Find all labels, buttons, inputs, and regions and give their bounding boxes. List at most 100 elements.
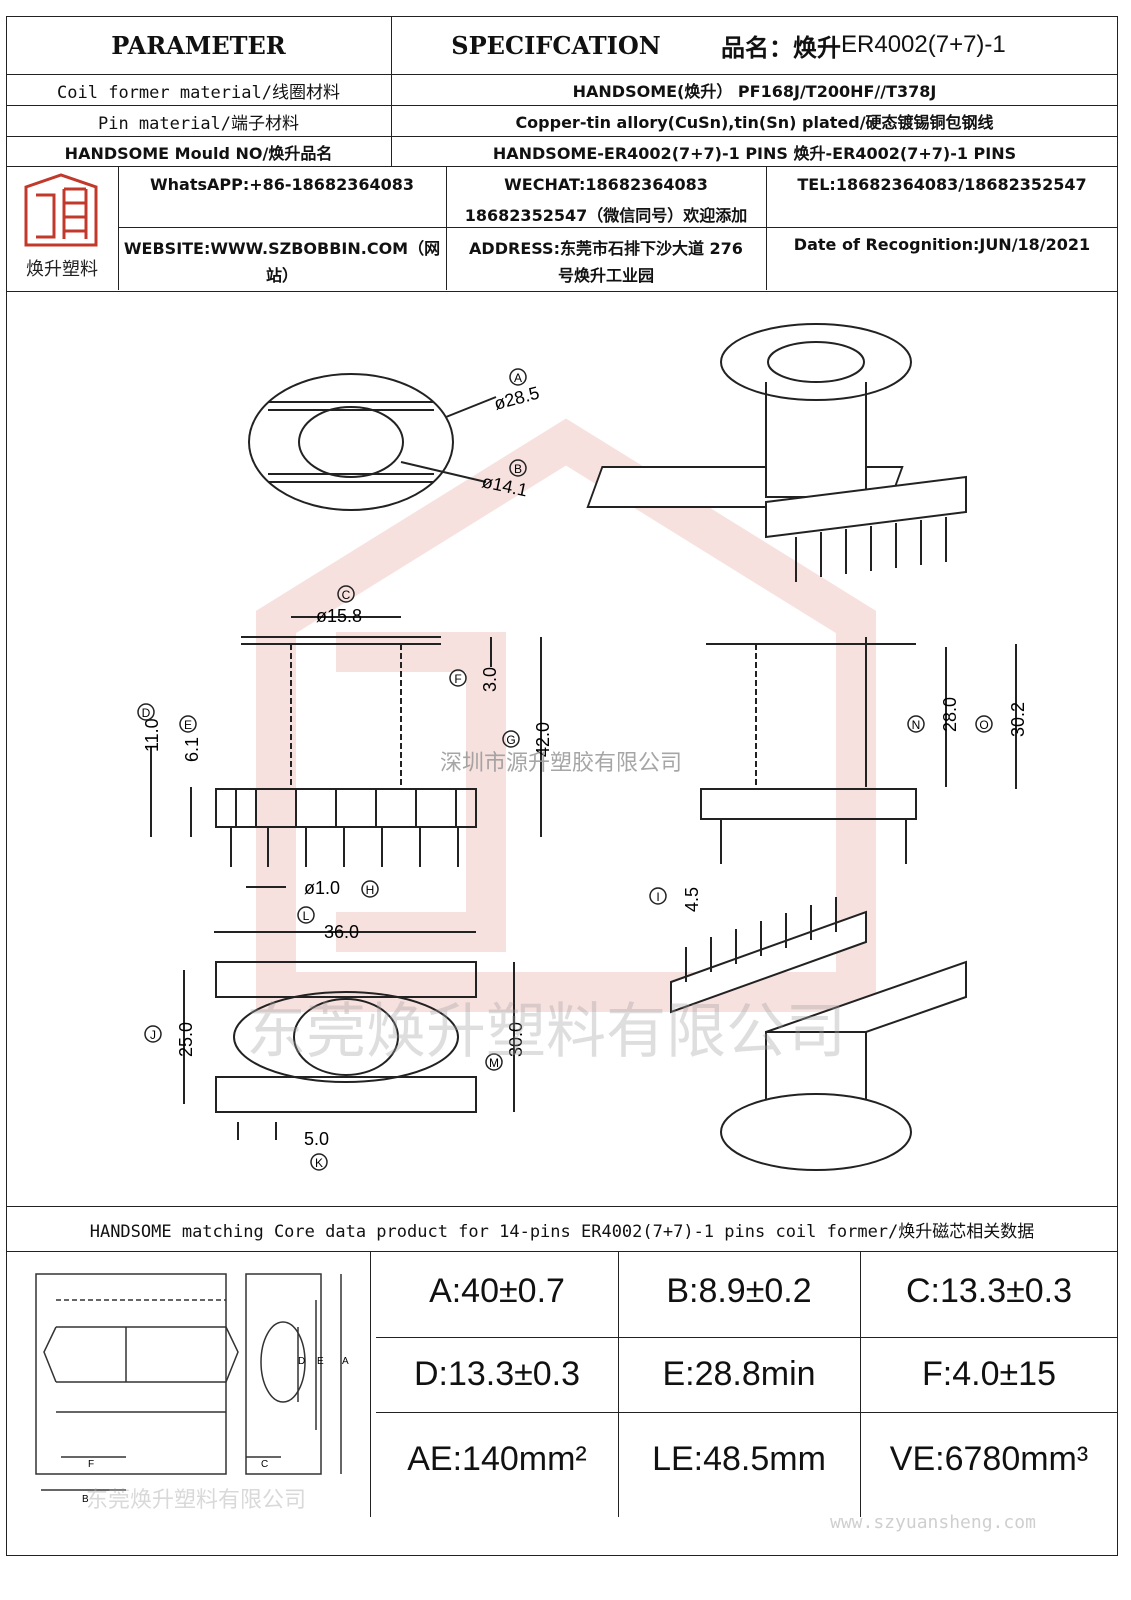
core-drawing-svg: D E A F B C 东莞焕升塑料有限公司 — [35, 1273, 349, 1512]
core-title-row: HANDSOME matching Core data product for … — [6, 1207, 1118, 1252]
specification-heading: SPECIFCATION — [451, 30, 661, 60]
spec-row-mould: HANDSOME Mould NO/焕升品名 HANDSOME-ER4002(7… — [6, 137, 1118, 167]
website-line2: 站） — [265, 266, 298, 285]
center-watermark: 深圳市源升塑胶有限公司 — [440, 750, 682, 775]
large-watermark: 东莞焕升塑料有限公司 — [246, 998, 846, 1065]
bobbin-drawing-svg: ø28.5 A ø14.1 B — [137, 323, 1028, 1171]
dim-J-value: 25.0 — [176, 1022, 196, 1057]
dim-C-label: C — [342, 588, 351, 602]
core-section: D E A F B C 东莞焕升塑料有限公司 A:40±0.7 B:8.9±0.… — [6, 1252, 1118, 1517]
spec-label-coil: Coil former material/线圈材料 — [57, 82, 340, 103]
dim-E-label: E — [184, 718, 192, 732]
core-label-C: C — [261, 1459, 268, 1470]
company-logo: 焕升塑料 — [6, 167, 118, 290]
company-divider — [766, 167, 767, 290]
wechat-line2: 18682352547（微信同号）欢迎添加 — [464, 206, 748, 225]
website-line1: WEBSITE:WWW.SZBOBBIN.COM（网 — [123, 239, 441, 258]
dim-L-label: L — [303, 909, 310, 923]
address-line2: 号焕升工业园 — [557, 266, 654, 285]
core-value-F: F:4.0±15 — [922, 1355, 1056, 1393]
dim-J-circle — [144, 1025, 162, 1043]
spec-row-coil: Coil former material/线圈材料 HANDSOME(焕升） P… — [6, 75, 1118, 106]
bottom-view — [183, 931, 515, 1140]
dim-G-label: G — [506, 733, 515, 747]
core-values-grid: A:40±0.7 B:8.9±0.2 C:13.3±0.3 D:13.3±0.3… — [376, 1252, 1118, 1517]
technical-drawing: ø28.5 A ø14.1 B — [6, 292, 1118, 1207]
spec-divider — [391, 75, 392, 106]
side-view — [700, 637, 1017, 864]
grid-hline — [376, 1412, 1118, 1413]
company-divider — [446, 167, 447, 290]
logo-text: 焕升塑料 — [26, 259, 98, 279]
recognition-date: Date of Recognition:JUN/18/2021 — [793, 235, 1091, 254]
core-value-D: D:13.3±0.3 — [413, 1355, 581, 1393]
grid-vline — [618, 1252, 619, 1517]
spec-value-coil: HANDSOME(焕升） PF168J/T200HF//T378J — [572, 82, 937, 101]
grid-hline — [376, 1337, 1118, 1338]
grid-vline — [860, 1252, 861, 1517]
core-title: HANDSOME matching Core data product for … — [89, 1221, 1035, 1242]
dim-K-circle — [310, 1153, 328, 1171]
dim-C-value: ø15.8 — [316, 606, 362, 626]
company-mid-rule — [118, 227, 1118, 228]
core-label-B: B — [82, 1494, 89, 1505]
dim-G-value: 42.0 — [533, 722, 553, 757]
address-line1: ADDRESS:东莞市石排下沙大道 276 — [469, 239, 743, 258]
dim-D-label: D — [142, 706, 151, 720]
isometric-view-bottom — [670, 897, 967, 1171]
core-value-A: A:40±0.7 — [429, 1272, 565, 1310]
dim-E-circle — [179, 715, 197, 733]
dim-O-label: O — [979, 718, 988, 732]
dim-B-circle — [509, 459, 527, 477]
core-label-F: F — [88, 1459, 94, 1470]
core-value-B: B:8.9±0.2 — [666, 1272, 812, 1310]
dim-A-label: A — [514, 371, 522, 385]
wechat-line1: WECHAT:18682364083 — [504, 175, 708, 194]
dim-K-label: K — [315, 1156, 323, 1170]
dim-F-circle — [449, 669, 467, 687]
dim-N-circle — [907, 715, 925, 733]
dim-O-value: 30.2 — [1008, 702, 1028, 737]
core-watermark: 东莞焕升塑料有限公司 — [86, 1487, 306, 1512]
isometric-view-top — [586, 323, 967, 582]
dim-N-value: 28.0 — [940, 697, 960, 732]
product-name-label: 品名：焕升 — [721, 32, 841, 62]
dim-F-label: F — [454, 672, 461, 686]
dim-G-circle — [502, 730, 520, 748]
core-value-C: C:13.3±0.3 — [905, 1272, 1073, 1310]
header-row: PARAMETER SPECIFCATION 品名：焕升 ER4002(7+7)… — [6, 16, 1118, 75]
dim-D-value: 11.0 — [142, 718, 162, 752]
core-drawing: D E A F B C 东莞焕升塑料有限公司 — [6, 1252, 371, 1517]
spec-row-pin: Pin material/端子材料 Copper-tin allory(CuSn… — [6, 106, 1118, 137]
dim-J-label: J — [150, 1028, 156, 1042]
dim-H-circle — [361, 880, 379, 898]
core-value-LE: LE:48.5mm — [652, 1440, 826, 1478]
dim-A-value: ø28.5 — [492, 383, 542, 414]
parameter-heading: PARAMETER — [111, 30, 286, 60]
dim-B-label: B — [514, 462, 522, 476]
core-value-AE: AE:140mm² — [407, 1440, 587, 1478]
spec-label-mould: HANDSOME Mould NO/焕升品名 — [64, 143, 333, 163]
logo-icon: 焕升塑料 — [24, 173, 98, 279]
dim-H-label: H — [366, 883, 375, 897]
core-label-D: D — [298, 1356, 305, 1367]
dim-N-label: N — [912, 718, 921, 732]
dim-H-value: ø1.0 — [304, 878, 340, 898]
company-block: 焕升塑料 WhatsAPP:+86-18682364083 WECHAT:186… — [6, 167, 1118, 292]
top-view — [248, 373, 497, 511]
spec-value-pin: Copper-tin allory(CuSn),tin(Sn) plated/硬… — [515, 113, 994, 132]
dim-M-value: 30.0 — [506, 1022, 526, 1057]
dim-M-circle — [485, 1053, 503, 1071]
dim-D-circle — [137, 703, 155, 721]
front-view — [150, 616, 542, 888]
core-value-VE: VE:6780mm³ — [889, 1440, 1089, 1478]
dim-I-label: I — [656, 890, 659, 904]
company-divider — [118, 167, 119, 290]
spec-divider — [391, 106, 392, 137]
dim-L-value: 36.0 — [324, 922, 359, 942]
dim-K-value: 5.0 — [304, 1129, 329, 1149]
header-divider — [391, 16, 392, 75]
product-name: 品名：焕升 ER4002(7+7)-1 — [721, 16, 1101, 74]
spec-label-pin: Pin material/端子材料 — [97, 113, 300, 134]
core-value-E: E:28.8min — [662, 1355, 816, 1393]
